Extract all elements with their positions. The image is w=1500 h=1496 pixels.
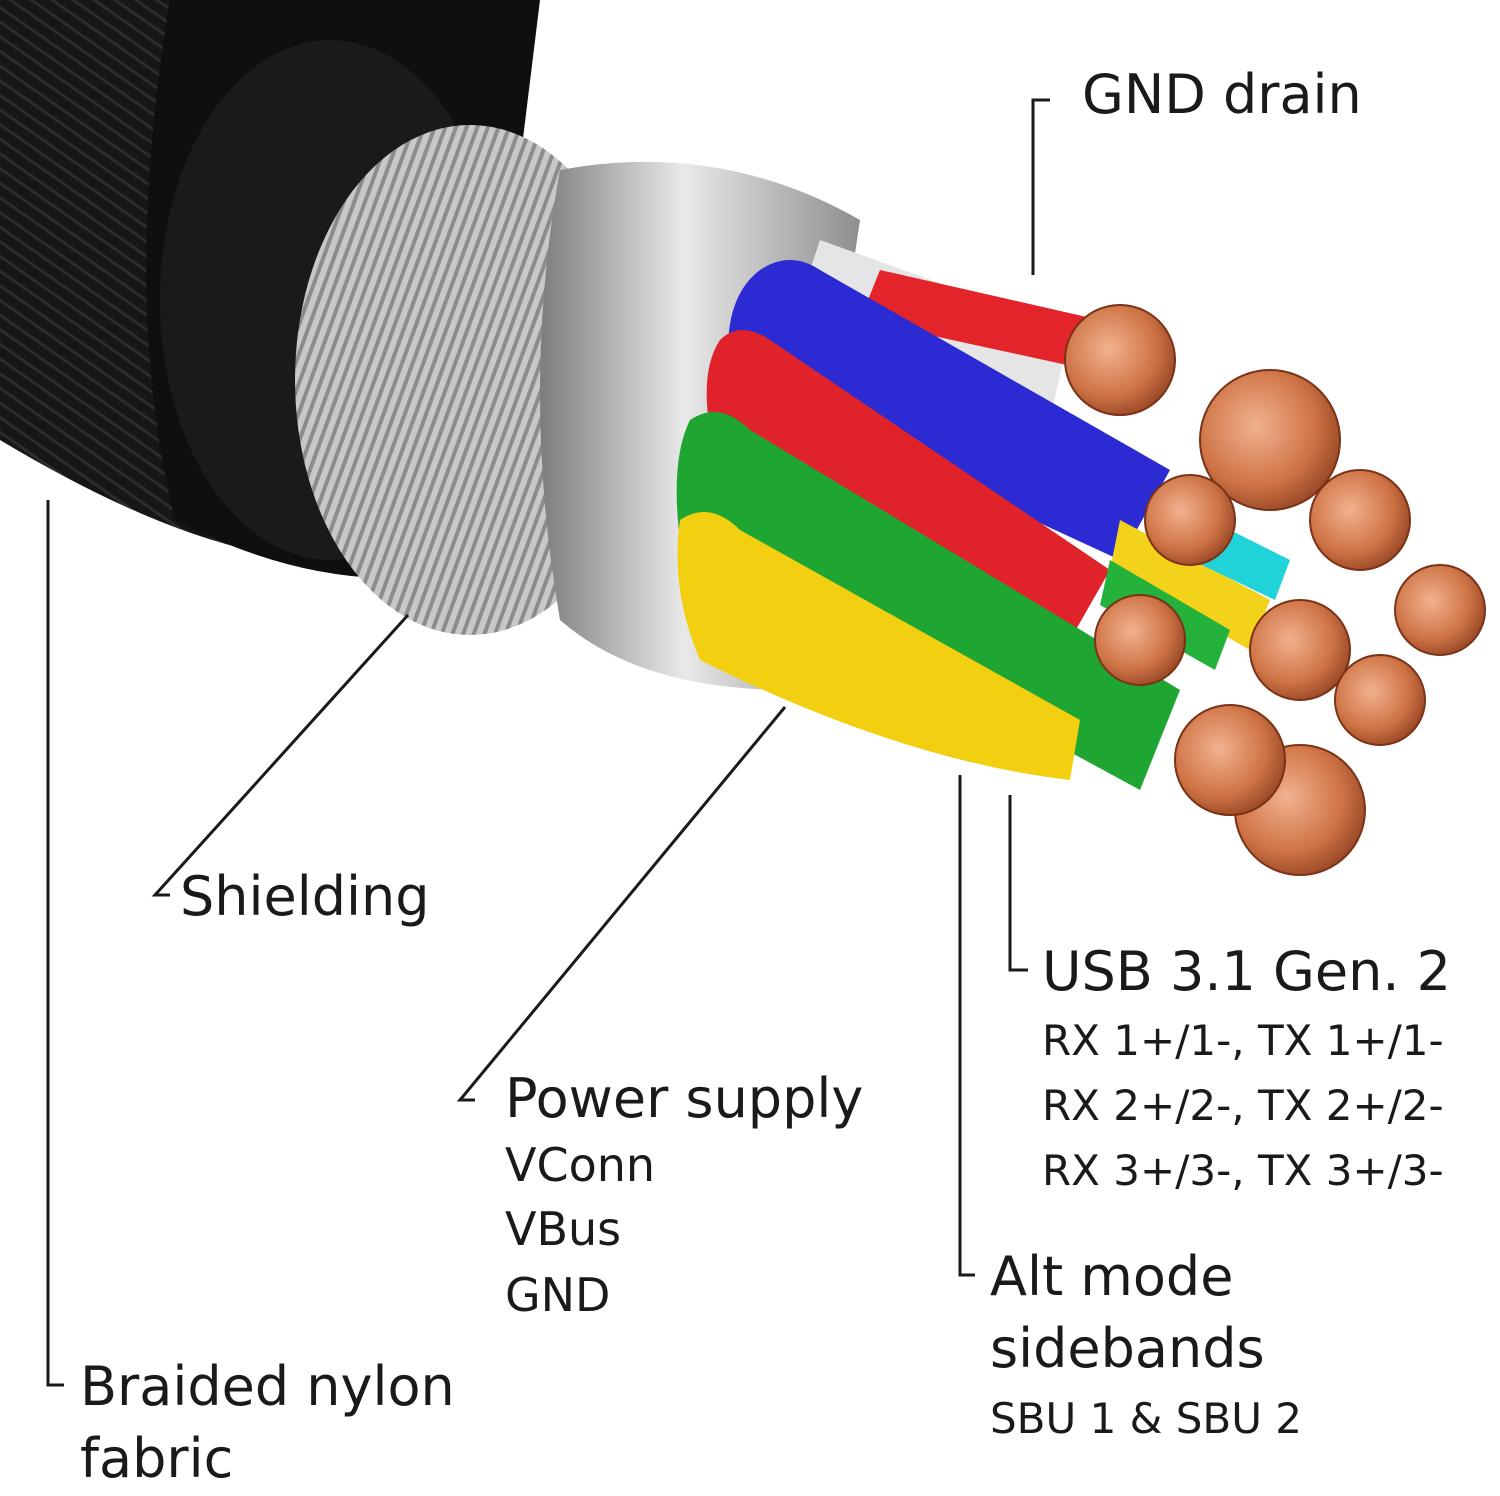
wire-green — [676, 412, 1180, 790]
label-braided: Braided nylon — [80, 1355, 455, 1418]
label-gnd-drain: GND drain — [1082, 63, 1362, 126]
label-power-line: VConn — [505, 1138, 656, 1192]
label-shielding: Shielding — [180, 865, 430, 928]
wire-yellow — [677, 512, 1080, 780]
leader-lines — [46, 98, 1050, 1387]
label-usb-line: RX 1+/1-, TX 1+/1- — [1042, 1016, 1444, 1065]
label-braided: fabric — [80, 1427, 234, 1490]
wire-yellow-small — [1110, 520, 1270, 650]
label-alt-mode-title: Alt mode — [990, 1245, 1234, 1308]
label-power-line: VBus — [505, 1202, 622, 1256]
label-usb-line: RX 3+/3-, TX 3+/3- — [1042, 1146, 1444, 1195]
wire-red-mid — [706, 330, 1110, 640]
wire-blue — [728, 260, 1170, 560]
label-usb-title: USB 3.1 Gen. 2 — [1042, 940, 1452, 1003]
wire-red-top — [860, 270, 1100, 370]
copper-strands — [1064, 304, 1486, 876]
label-alt-mode-sub: SBU 1 & SBU 2 — [990, 1394, 1303, 1443]
label-usb-line: RX 2+/2-, TX 2+/2- — [1042, 1081, 1444, 1130]
label-power-title: Power supply — [505, 1067, 864, 1130]
label-power-line: GND — [505, 1268, 611, 1322]
label-alt-mode-title: sidebands — [990, 1317, 1265, 1380]
